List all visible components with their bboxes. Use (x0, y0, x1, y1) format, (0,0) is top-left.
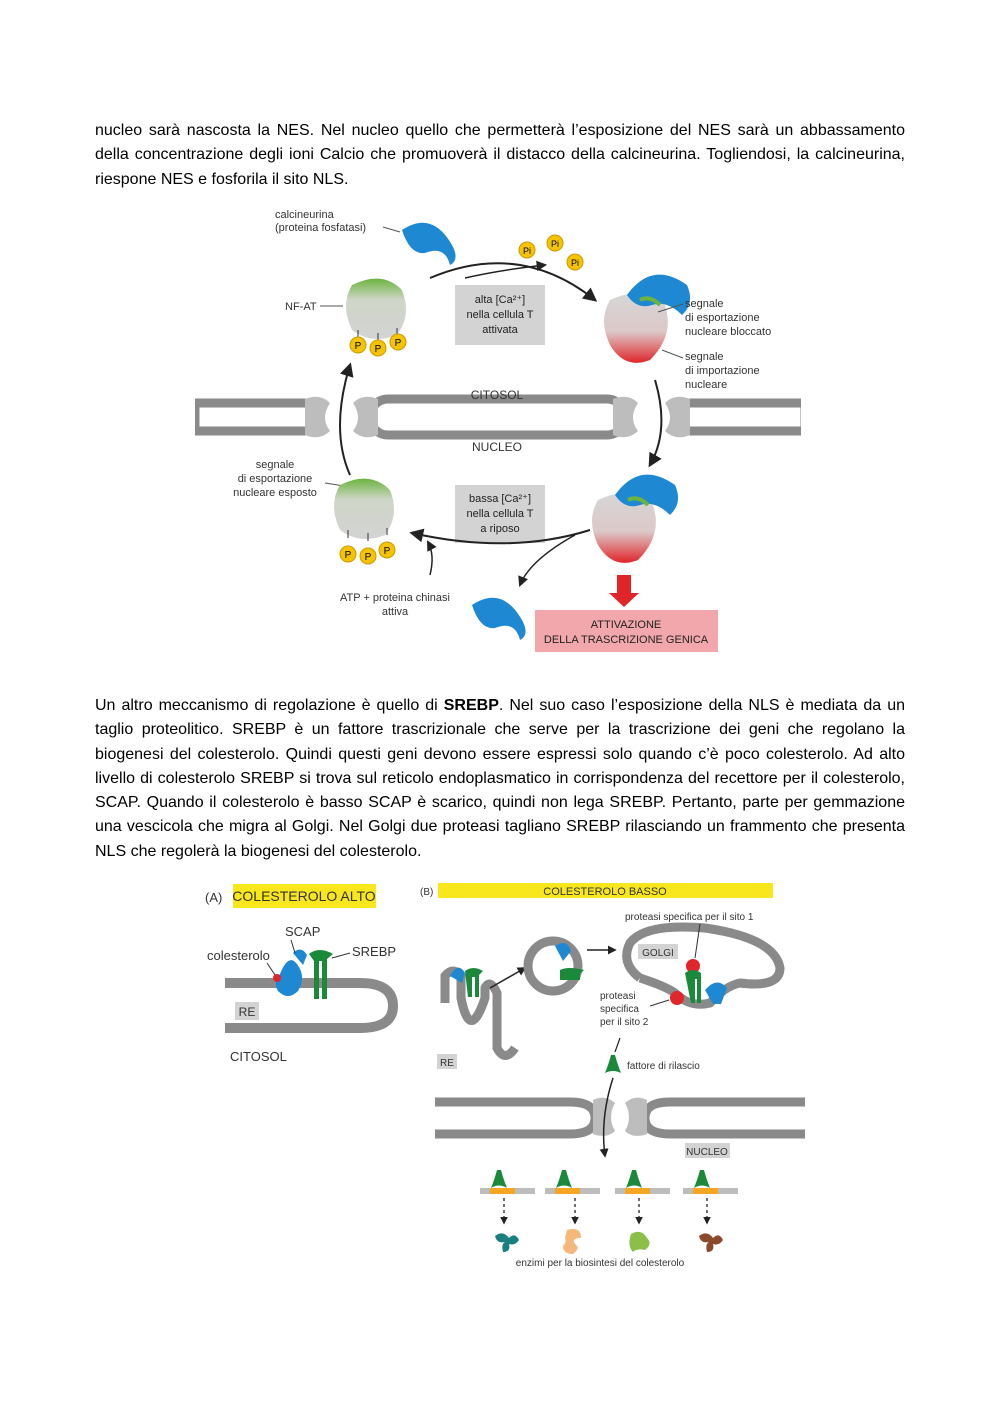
svg-text:P: P (365, 552, 372, 563)
low-calcium-box (455, 485, 545, 543)
svg-text:Pi: Pi (523, 246, 531, 256)
svg-text:di esportazione: di esportazione (238, 473, 313, 485)
nfat-protein-nucleus (592, 493, 656, 563)
svg-text:attivata: attivata (482, 324, 518, 336)
transport-vesicle (523, 936, 583, 996)
svg-text:nucleare bloccato: nucleare bloccato (685, 326, 771, 338)
paragraph-srebp: Un altro meccanismo di regolazione è que… (95, 697, 905, 860)
activation-red-arrow (609, 575, 639, 607)
nfat-protein-activated (604, 293, 668, 363)
enzyme-shapes (495, 1229, 723, 1254)
nucleo-label: NUCLEO (472, 440, 522, 454)
svg-text:enzimi per la biosintesi del c: enzimi per la biosintesi del colesterolo (516, 1258, 685, 1269)
svg-text:di esportazione: di esportazione (685, 312, 760, 324)
panel-b-title-box (438, 883, 773, 898)
svg-text:SREBP: SREBP (352, 944, 396, 959)
protease-site1 (686, 959, 700, 973)
nfat-protein-cytosol (346, 278, 406, 339)
svg-text:ATTIVAZIONE: ATTIVAZIONE (591, 619, 662, 631)
golgi-membrane (622, 922, 785, 1009)
svg-text:P: P (345, 550, 352, 561)
nfat-protein-exported (334, 478, 394, 539)
svg-text:nella cellula T: nella cellula T (466, 508, 533, 520)
svg-text:proteasi: proteasi (600, 991, 636, 1002)
phosphate-group: P P P (349, 328, 407, 357)
srebp-bold: SREBP (443, 697, 499, 714)
paragraph-nfat: nucleo sarà nascosta la NES. Nel nucleo … (95, 122, 905, 188)
svg-text:proteasi specifica per il sito: proteasi specifica per il sito 1 (625, 912, 754, 923)
gene-row (480, 1170, 738, 1194)
svg-text:Pi: Pi (551, 239, 559, 249)
svg-text:nucleare: nucleare (685, 379, 727, 391)
activation-box (535, 610, 718, 652)
panel-a-title-box (233, 884, 376, 908)
svg-text:segnale: segnale (256, 459, 295, 471)
svg-text:(A): (A) (205, 890, 222, 905)
cholesterol-molecule (273, 974, 281, 982)
svg-text:(B): (B) (420, 887, 433, 898)
phosphorylation-arrow (409, 528, 591, 545)
svg-text:P: P (384, 546, 391, 557)
svg-text:per il sito 2: per il sito 2 (600, 1017, 649, 1028)
calcineurina-sublabel: (proteina fosfatasi) (275, 222, 366, 234)
svg-text:ATP + proteina chinasi: ATP + proteina chinasi (340, 592, 450, 604)
svg-text:specifica: specifica (600, 1004, 639, 1015)
export-arrow (339, 362, 354, 476)
svg-text:COLESTEROLO BASSO: COLESTEROLO BASSO (543, 886, 667, 898)
scap-protein-a (275, 949, 307, 996)
svg-text:nella cellula T: nella cellula T (466, 309, 533, 321)
figure-nfat-cycle: CITOSOL NUCLEO calcineurina (proteina fo… (190, 209, 810, 652)
svg-text:COLESTEROLO ALTO: COLESTEROLO ALTO (232, 888, 376, 904)
svg-text:Pi: Pi (571, 258, 579, 268)
nuclear-envelope-b (435, 1097, 600, 1139)
nuclear-envelope (190, 394, 810, 440)
svg-text:a riposo: a riposo (480, 523, 519, 535)
svg-text:CITOSOL: CITOSOL (230, 1049, 287, 1064)
re-membrane-a (225, 978, 399, 1033)
svg-text:DELLA TRASCRIZIONE GENICA: DELLA TRASCRIZIONE GENICA (544, 634, 709, 646)
svg-text:SCAP: SCAP (285, 924, 320, 939)
svg-text:P: P (355, 341, 362, 352)
svg-text:alta [Ca²⁺]: alta [Ca²⁺] (475, 294, 525, 306)
calcineurina-label: calcineurina (275, 209, 335, 221)
svg-text:P: P (375, 344, 382, 355)
svg-text:RE: RE (440, 1058, 454, 1069)
svg-text:attiva: attiva (382, 606, 409, 618)
calcineurin-shape (402, 222, 456, 265)
re-membrane-b (440, 966, 519, 1060)
svg-text:segnale: segnale (685, 298, 724, 310)
svg-text:RE: RE (239, 1005, 256, 1019)
free-phosphates: Pi Pi Pi (518, 234, 584, 271)
protease-site2 (670, 991, 684, 1005)
svg-text:nucleare esposto: nucleare esposto (233, 487, 317, 499)
srebp-protein-a (309, 950, 333, 999)
dephosphorylation-arrow (429, 262, 598, 302)
svg-text:fattore di rilascio: fattore di rilascio (627, 1061, 700, 1072)
svg-text:P: P (395, 338, 402, 349)
import-arrow (648, 379, 663, 468)
citosol-label: CITOSOL (471, 388, 524, 402)
svg-text:NUCLEO: NUCLEO (686, 1147, 728, 1158)
svg-text:di importazione: di importazione (685, 365, 760, 377)
nfat-label: NF-AT (285, 301, 317, 313)
svg-text:GOLGI: GOLGI (642, 948, 674, 959)
svg-text:segnale: segnale (685, 351, 724, 363)
figure-srebp: (A) COLESTEROLO ALTO SCAP SREBP colester… (205, 883, 805, 1269)
dashed-arrows (500, 1198, 711, 1225)
phosphate-group-bottom: P P P (339, 528, 396, 565)
svg-text:colesterolo: colesterolo (207, 948, 270, 963)
svg-text:bassa [Ca²⁺]: bassa [Ca²⁺] (469, 493, 531, 505)
high-calcium-box (455, 285, 545, 345)
calcineurin-released (472, 597, 526, 640)
